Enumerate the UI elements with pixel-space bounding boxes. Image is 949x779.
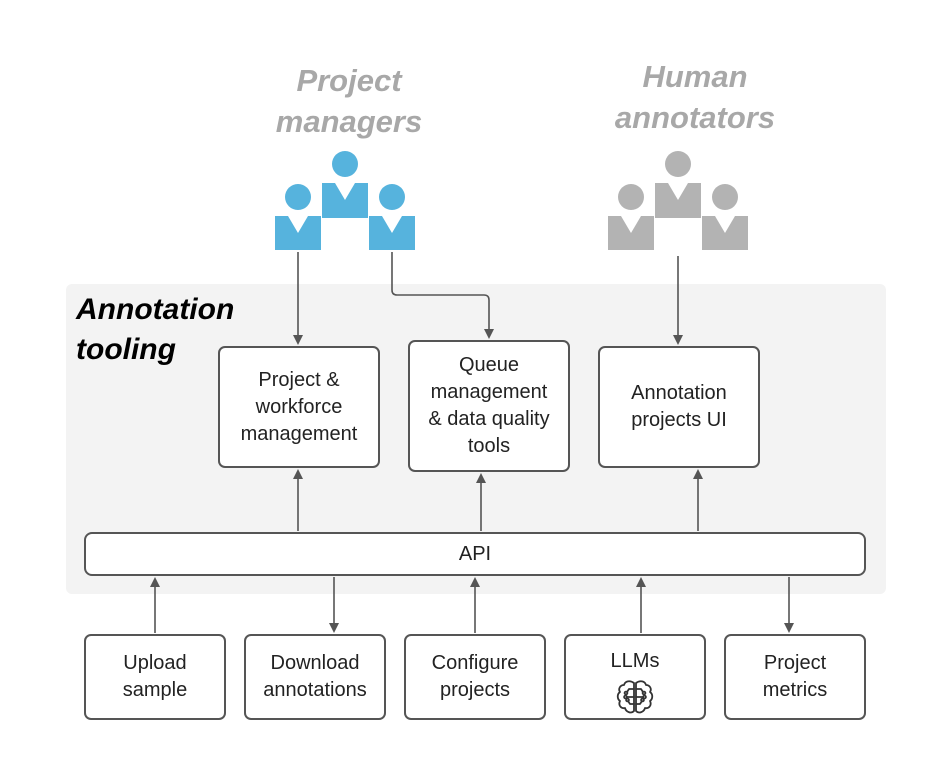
upload-sample-box[interactable]: Upload sample (84, 634, 226, 720)
project-managers-title-line2: managers (275, 104, 423, 139)
queue-label-line3: & data quality (428, 408, 550, 430)
project-workforce-management-box[interactable]: Project & workforce management (218, 346, 380, 468)
upload-label-line1: Upload (123, 652, 187, 674)
download-annotations-box[interactable]: Download annotations (244, 634, 386, 720)
human-annotators-title-line2: annotators (614, 100, 776, 135)
human-annotators-icon (608, 151, 748, 250)
download-label-line2: annotations (263, 679, 367, 701)
upload-label-line2: sample (122, 679, 188, 701)
metrics-label-line1: Project (763, 652, 827, 674)
queue-label-line4: tools (467, 435, 511, 457)
brain-circuit-icon (616, 680, 654, 714)
llms-box[interactable]: LLMs (564, 634, 706, 720)
queue-label-line1: Queue (458, 354, 520, 376)
annotation-ui-label-line2: projects UI (631, 409, 727, 431)
project-workforce-label-line3: management (240, 422, 358, 445)
annotation-ui-label-line1: Annotation (631, 382, 727, 404)
project-managers-title: Project managers (238, 60, 460, 142)
annotation-projects-ui-box[interactable]: Annotation projects UI (598, 346, 760, 468)
project-workforce-label-line2: workforce (255, 395, 343, 418)
arrow-pm-to-queue (391, 252, 494, 339)
project-workforce-label-line1: Project & (258, 368, 340, 391)
annotation-tooling-title: Annotation tooling (76, 290, 234, 370)
annotation-tooling-title-line1: Annotation (76, 293, 235, 326)
metrics-label-line2: metrics (762, 679, 828, 701)
llms-label: LLMs (610, 650, 660, 672)
annotation-tooling-title-line2: tooling (76, 333, 176, 366)
project-managers-title-line1: Project (296, 63, 402, 98)
project-managers-icon (275, 151, 415, 250)
human-annotators-title: Human annotators (584, 56, 806, 138)
api-box[interactable]: API (84, 532, 866, 576)
configure-projects-box[interactable]: Configure projects (404, 634, 546, 720)
api-label: API (458, 542, 492, 565)
download-label-line1: Download (270, 652, 360, 674)
human-annotators-title-line1: Human (642, 59, 748, 94)
configure-label-line2: projects (439, 679, 511, 701)
project-metrics-box[interactable]: Project metrics (724, 634, 866, 720)
queue-management-box[interactable]: Queue management & data quality tools (408, 340, 570, 472)
configure-label-line1: Configure (431, 652, 519, 674)
queue-label-line2: management (430, 381, 548, 403)
